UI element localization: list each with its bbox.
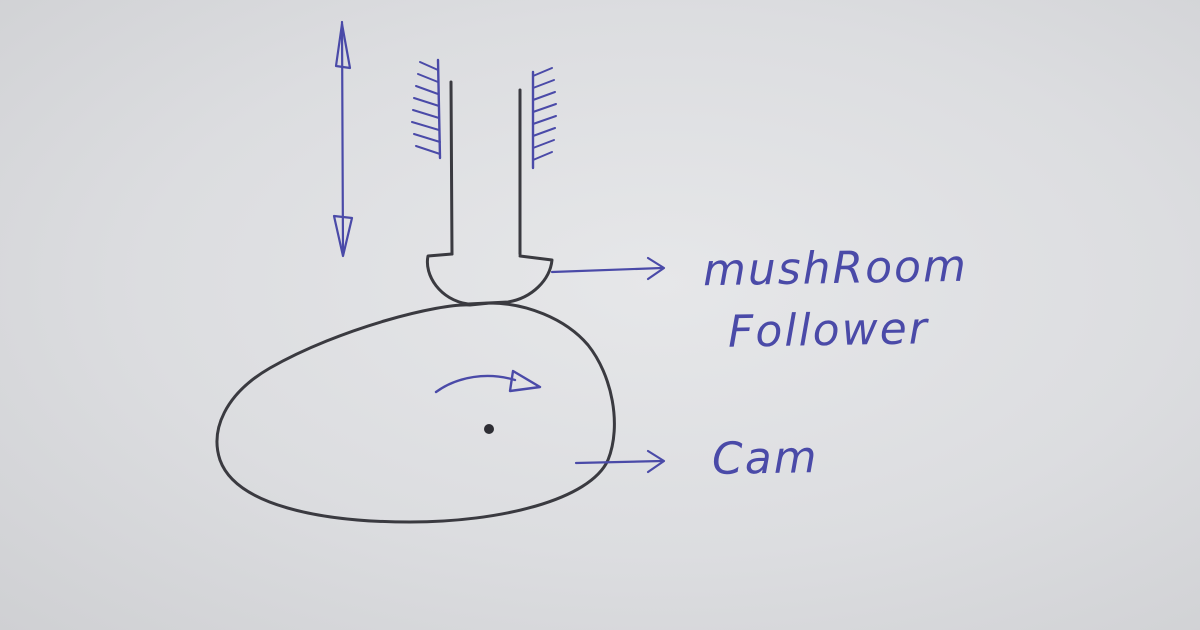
mushroom-follower-label-line1: mushRoom [702,240,969,297]
cam-label: Cam [711,432,819,485]
right-guide-hatching [531,67,557,170]
cam-leader-arrow [574,449,666,474]
mushroom-follower-label-line2: Follower [727,303,930,358]
follower-leader-arrow [550,256,666,281]
cam-pivot [484,424,494,434]
mushroom-follower-head [425,252,554,306]
left-guide-hatching [411,58,442,160]
follower-stem [449,80,522,256]
cam-profile [215,301,616,524]
reciprocating-motion-arrow [332,20,354,258]
rotation-arrow [434,369,542,394]
